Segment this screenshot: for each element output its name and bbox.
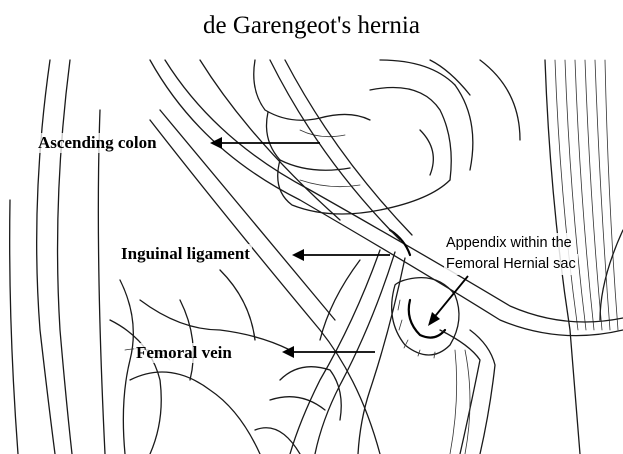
- abdominal-wall-outline: [10, 60, 105, 454]
- label-appendix-line2: Femoral Hernial sac: [444, 254, 578, 275]
- arrow-appendix: [432, 276, 468, 320]
- inguinal-ligament-drawing: [150, 60, 623, 336]
- hernial-sac-drawing: [392, 278, 495, 454]
- diagram-title: de Garengeot's hernia: [0, 12, 623, 40]
- label-ascending-colon: Ascending colon: [36, 133, 159, 153]
- ascending-colon-drawing: [254, 60, 520, 214]
- label-appendix-line1: Appendix within the: [444, 233, 574, 254]
- label-femoral-vein: Femoral vein: [134, 343, 234, 363]
- label-inguinal-ligament: Inguinal ligament: [119, 244, 252, 264]
